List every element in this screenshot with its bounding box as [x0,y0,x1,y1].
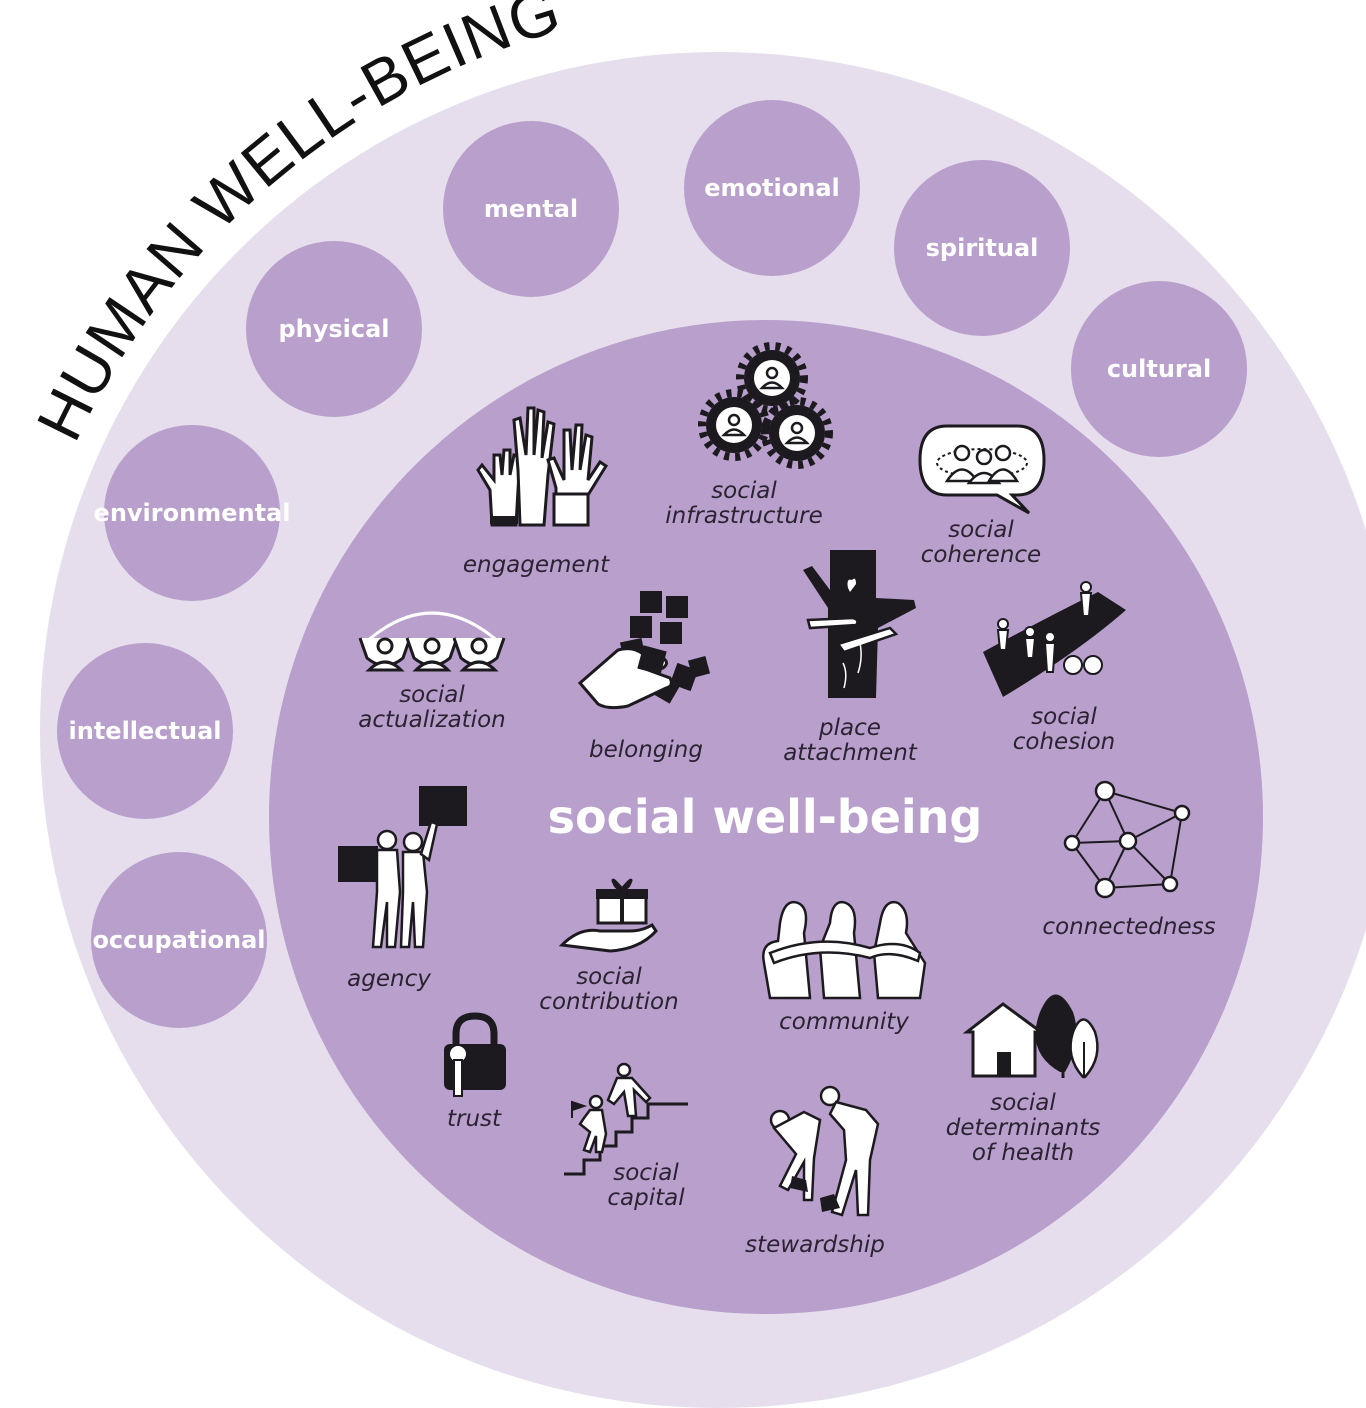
puzzle-hand-icon [577,591,711,710]
tree-hug-icon [803,550,916,698]
component-label-belonging: belonging [589,737,703,763]
component-label-stewardship: stewardship [745,1232,885,1258]
component-label-trust: trust [446,1106,502,1132]
dimension-mental: mental [443,121,619,297]
protesters-signs-icon [338,786,467,949]
gears-people-icon [698,342,833,469]
padlock-key-icon [444,1012,506,1097]
dimension-label: physical [278,315,390,343]
component-label-community: community [779,1009,909,1035]
dimension-label: occupational [92,926,266,954]
dimension-emotional: emotional [684,100,860,276]
dimension-label: environmental [93,499,291,527]
dimension-label: emotional [704,174,840,202]
dimension-label: spiritual [925,234,1039,262]
house-trees-icon [962,994,1099,1079]
dimension-label: cultural [1106,355,1212,383]
stairs-helping-icon [564,1062,688,1176]
people-on-bridge-icon [983,581,1126,697]
dimension-occupational: occupational [91,852,267,1028]
people-under-arc-icon [358,611,506,672]
people-shoveling-icon [769,1085,880,1217]
component-label-engagement: engagement [462,552,610,578]
component-label-agency: agency [347,966,431,992]
dimension-intellectual: intellectual [57,643,233,819]
dimension-label: intellectual [68,717,222,745]
dimension-label: mental [483,195,579,223]
embracing-people-icon [762,900,927,1000]
component-label-connectedness: connectedness [1042,914,1216,940]
dimension-cultural: cultural [1071,281,1247,457]
raised-hands-icon [476,406,609,527]
network-icon [1063,780,1191,899]
gift-hand-icon [558,878,658,953]
speech-bubble-group-icon [918,424,1046,515]
dimension-physical: physical [246,241,422,417]
dimension-spiritual: spiritual [894,160,1070,336]
dimension-environmental: environmental [94,425,290,601]
center-label: social well-being [547,790,983,844]
